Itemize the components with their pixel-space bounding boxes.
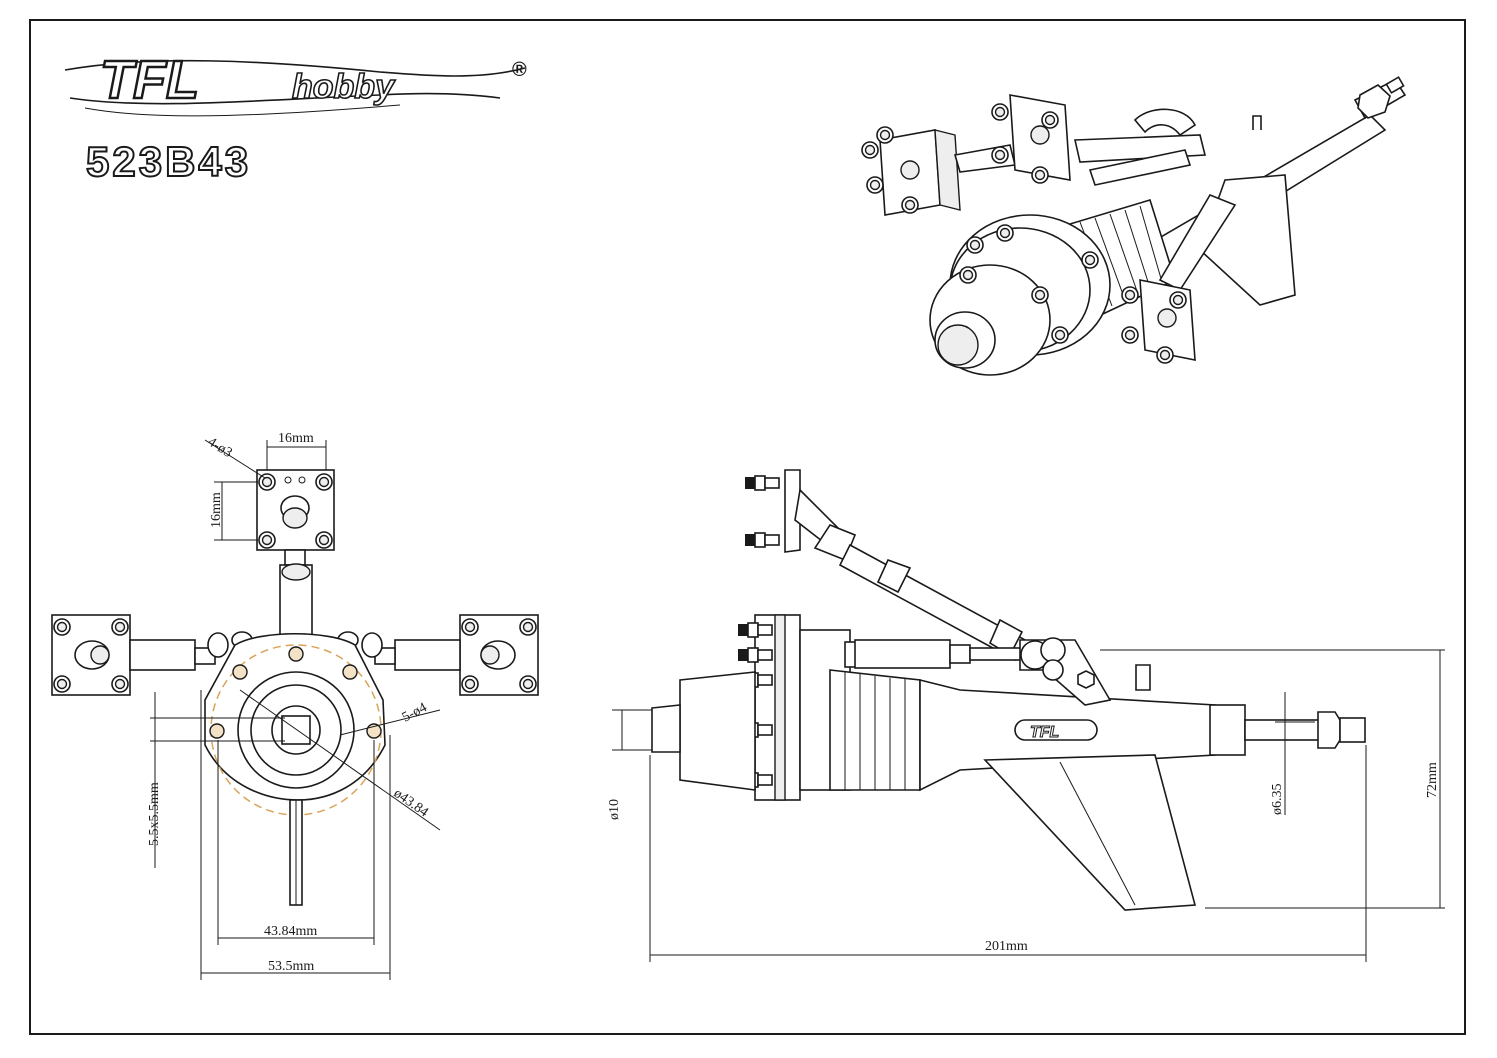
dim-bolt-span: 43.84mm (264, 924, 317, 939)
dim-nozzle-dia: ø10 (607, 799, 622, 820)
dim-bracket-width: 16mm (278, 431, 314, 446)
side-view: TFL ø10 ø6.35 72mm 201mm (607, 469, 1445, 962)
dim-bolt-circle: ø43.84 (391, 786, 431, 820)
brand-logo: TFL hobby ® (64, 49, 527, 117)
iso-bracket-middle (991, 94, 1071, 184)
front-view: 16mm 16mm 4-ø3 5-ø4 ø43.84 5.5x5.5mm 43.… (51, 431, 539, 980)
iso-shaft-nut-icon (1357, 76, 1405, 119)
dim-square-drive: 5.5x5.5mm (147, 782, 162, 846)
dim-flange-holes: 5-ø4 (400, 700, 430, 725)
logo-sub-text: hobby (292, 68, 396, 106)
dim-shaft-dia: ø6.35 (1270, 784, 1285, 816)
dim-height: 72mm (1425, 762, 1440, 798)
registered-mark: ® (512, 59, 527, 81)
dim-bracket-holes: 4-ø3 (205, 435, 235, 461)
isometric-view (861, 76, 1407, 376)
dim-bracket-height: 16mm (209, 492, 224, 528)
model-number: 523B43 (86, 138, 251, 185)
iso-bracket-lower (1121, 279, 1196, 364)
iso-bracket-left (861, 126, 1016, 216)
body-logo: TFL (1030, 724, 1059, 741)
dim-length: 201mm (985, 939, 1028, 954)
logo-main-text: TFL (100, 50, 199, 110)
dim-flange-width: 53.5mm (268, 959, 314, 974)
drawing-frame (29, 19, 1466, 1035)
